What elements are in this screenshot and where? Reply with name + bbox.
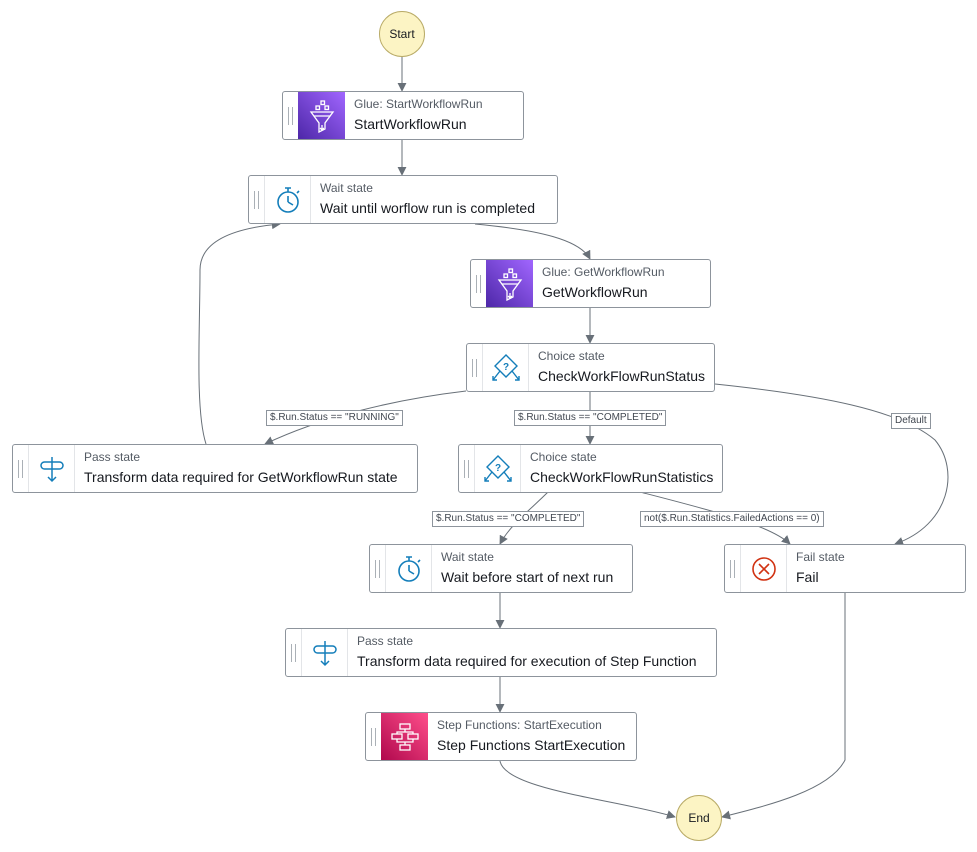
state-start-workflow-run[interactable]: Glue: StartWorkflowRun StartWorkflowRun xyxy=(282,91,524,140)
state-transform-get[interactable]: Pass state Transform data required for G… xyxy=(12,444,418,493)
drag-handle[interactable] xyxy=(370,545,385,592)
edge-fail-to-end xyxy=(721,592,846,820)
svg-text:?: ? xyxy=(494,463,500,474)
drag-handle[interactable] xyxy=(471,260,486,307)
state-name: Transform data required for GetWorkflowR… xyxy=(84,469,398,485)
state-name: CheckWorkFlowRunStatistics xyxy=(530,469,714,485)
step-functions-icon xyxy=(381,713,428,760)
state-kind: Glue: StartWorkflowRun xyxy=(354,97,483,111)
glue-icon xyxy=(298,92,345,139)
state-name: Step Functions StartExecution xyxy=(437,737,626,753)
drag-handle[interactable] xyxy=(249,176,264,223)
state-kind: Wait state xyxy=(441,550,494,564)
drag-handle[interactable] xyxy=(459,445,474,492)
glue-icon xyxy=(486,260,533,307)
edge-label-completed: $.Run.Status == "COMPLETED" xyxy=(514,410,667,426)
timer-icon xyxy=(385,545,432,592)
state-kind: Glue: GetWorkflowRun xyxy=(542,265,665,279)
state-kind: Choice state xyxy=(538,349,605,363)
state-name: StartWorkflowRun xyxy=(354,116,467,132)
timer-icon xyxy=(264,176,311,223)
state-kind: Fail state xyxy=(796,550,845,564)
edge-wait-to-getworkflowrun xyxy=(474,223,591,260)
state-name: Transform data required for execution of… xyxy=(357,653,697,669)
drag-handle[interactable] xyxy=(283,92,298,139)
edge-label-failed-actions: not($.Run.Statistics.FailedActions == 0) xyxy=(640,511,824,527)
state-wait-next-run[interactable]: Wait state Wait before start of next run xyxy=(369,544,633,593)
state-kind: Wait state xyxy=(320,181,373,195)
state-check-status[interactable]: ? Choice state CheckWorkFlowRunStatus xyxy=(466,343,715,392)
state-name: Wait until worflow run is completed xyxy=(320,200,536,216)
fail-icon xyxy=(740,545,787,592)
state-check-statistics[interactable]: ? Choice state CheckWorkFlowRunStatistic… xyxy=(458,444,723,493)
state-kind: Step Functions: StartExecution xyxy=(437,718,602,732)
state-start-execution[interactable]: Step Functions: StartExecution Step Func… xyxy=(365,712,637,761)
state-get-workflow-run[interactable]: Glue: GetWorkflowRun GetWorkflowRun xyxy=(470,259,711,308)
state-name: Wait before start of next run xyxy=(441,569,614,585)
pass-icon xyxy=(301,629,348,676)
svg-text:?: ? xyxy=(502,362,508,373)
state-name: CheckWorkFlowRunStatus xyxy=(538,368,706,384)
state-name: Fail xyxy=(796,569,819,585)
pass-icon xyxy=(28,445,75,492)
edge-checkstatus-default xyxy=(714,383,949,546)
end-node[interactable]: End xyxy=(676,795,722,841)
state-kind: Choice state xyxy=(530,450,597,464)
state-fail[interactable]: Fail state Fail xyxy=(724,544,966,593)
choice-icon: ? xyxy=(482,344,529,391)
start-node[interactable]: Start xyxy=(379,11,425,57)
state-wait-completed[interactable]: Wait state Wait until worflow run is com… xyxy=(248,175,558,224)
drag-handle[interactable] xyxy=(286,629,301,676)
edge-transform-back-to-wait xyxy=(198,220,281,445)
drag-handle[interactable] xyxy=(467,344,482,391)
drag-handle[interactable] xyxy=(366,713,381,760)
state-kind: Pass state xyxy=(84,450,141,464)
drag-handle[interactable] xyxy=(13,445,28,492)
start-label: Start xyxy=(389,27,415,41)
state-transform-exec[interactable]: Pass state Transform data required for e… xyxy=(285,628,717,677)
drag-handle[interactable] xyxy=(725,545,740,592)
edge-label-stats-completed: $.Run.Status == "COMPLETED" xyxy=(432,511,585,527)
edge-label-default: Default xyxy=(891,413,931,429)
edge-startexecution-to-end xyxy=(499,760,676,819)
choice-icon: ? xyxy=(474,445,521,492)
state-kind: Pass state xyxy=(357,634,414,648)
end-label: End xyxy=(688,811,710,825)
state-name: GetWorkflowRun xyxy=(542,284,648,300)
edge-label-running: $.Run.Status == "RUNNING" xyxy=(266,410,403,426)
